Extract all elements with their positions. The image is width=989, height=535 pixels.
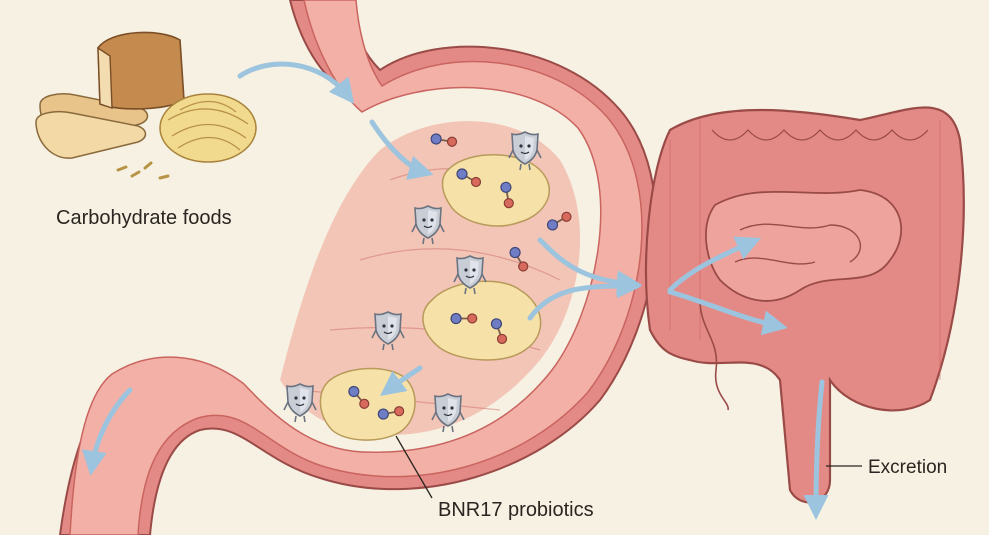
excretion-label: Excretion — [868, 457, 947, 478]
large-intestine — [644, 106, 965, 504]
pasta-icon — [116, 93, 257, 180]
bread-icon — [35, 31, 185, 159]
probiotics-leader — [395, 435, 433, 499]
flow-arrow-icon — [81, 61, 829, 520]
probiotics-label: BNR17 probiotics — [438, 499, 594, 521]
carbohydrate-label: Carbohydrate foods — [56, 207, 232, 229]
